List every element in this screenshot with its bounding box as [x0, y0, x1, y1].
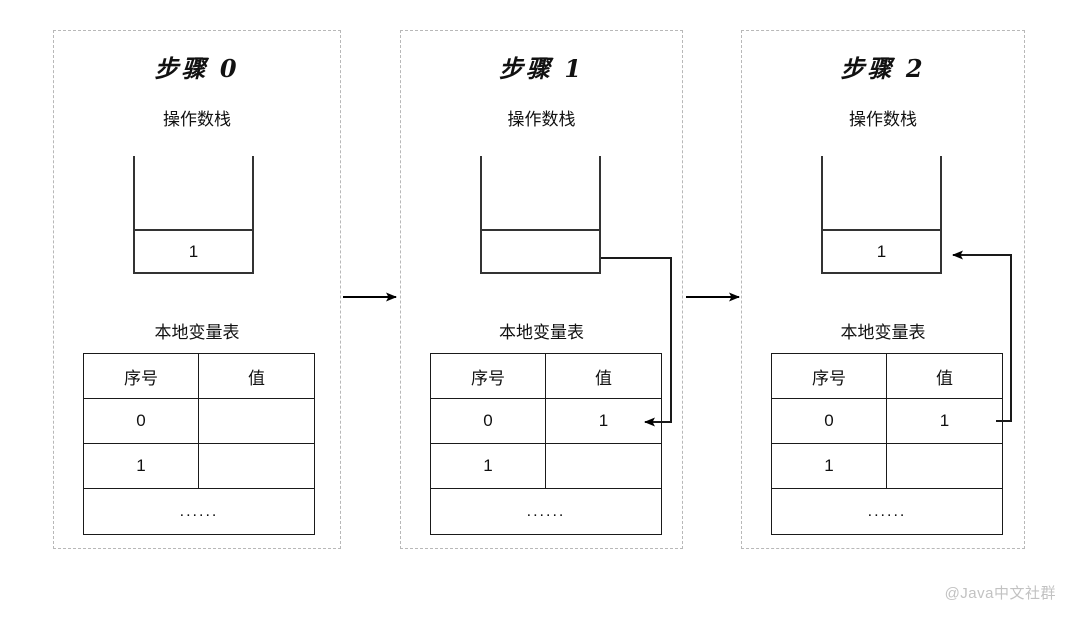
cell-value-0: 1 [886, 398, 1003, 444]
cell-value-0: 1 [545, 398, 662, 444]
operand-stack-cell-0: 1 [135, 229, 252, 272]
step-title-0: 步骤 0 [154, 54, 240, 83]
operand-stack-2: 1 [821, 156, 942, 274]
operand-stack-1 [480, 156, 601, 274]
cell-index-0: 0 [771, 398, 887, 444]
table-row-ellipsis: ...... [83, 488, 315, 535]
table-row: 1 [771, 443, 1003, 489]
table-header-row: 序号 值 [771, 353, 1003, 399]
header-index: 序号 [771, 353, 887, 399]
cell-value-1 [545, 443, 662, 489]
step-title-2: 步骤 2 [840, 54, 926, 83]
table-row: 0 1 [430, 398, 662, 444]
operand-stack-cell-2: 1 [823, 229, 940, 272]
operand-stack-label-1: 操作数栈 [507, 110, 576, 129]
header-value: 值 [545, 353, 662, 399]
step-panel-1: 步骤 1 操作数栈 本地变量表 序号 值 0 1 1 ...... [400, 30, 683, 549]
cell-value-1 [886, 443, 1003, 489]
step-title-1: 步骤 1 [498, 54, 585, 83]
table-row: 1 [430, 443, 662, 489]
table-header-row: 序号 值 [430, 353, 662, 399]
local-variable-table-2: 序号 值 0 1 1 ...... [771, 353, 1003, 535]
step-panel-0: 步骤 0 操作数栈 1 本地变量表 序号 值 0 1 ...... [53, 30, 341, 549]
header-index: 序号 [430, 353, 546, 399]
operand-stack-0: 1 [133, 156, 254, 274]
cell-index-0: 0 [430, 398, 546, 444]
operand-stack-label-0: 操作数栈 [163, 110, 231, 129]
cell-index-1: 1 [83, 443, 199, 489]
local-variable-table-1: 序号 值 0 1 1 ...... [430, 353, 662, 535]
local-variable-table-label-1: 本地变量表 [499, 323, 584, 342]
local-variable-table-label-0: 本地变量表 [154, 323, 240, 342]
header-value: 值 [886, 353, 1003, 399]
table-row: 1 [83, 443, 315, 489]
cell-value-0 [198, 398, 315, 444]
table-row: 0 [83, 398, 315, 444]
local-variable-table-0: 序号 值 0 1 ...... [83, 353, 315, 535]
cell-ellipsis: ...... [771, 488, 1003, 535]
watermark: @Java中文社群 [944, 585, 1056, 602]
header-value: 值 [198, 353, 315, 399]
operand-stack-cell-1 [482, 229, 599, 272]
cell-value-1 [198, 443, 315, 489]
table-row-ellipsis: ...... [430, 488, 662, 535]
table-row: 0 1 [771, 398, 1003, 444]
step-panel-2: 步骤 2 操作数栈 1 本地变量表 序号 值 0 1 1 ...... [741, 30, 1025, 549]
cell-index-0: 0 [83, 398, 199, 444]
operand-stack-label-2: 操作数栈 [849, 110, 917, 129]
cell-ellipsis: ...... [430, 488, 662, 535]
local-variable-table-label-2: 本地变量表 [840, 323, 926, 342]
table-header-row: 序号 值 [83, 353, 315, 399]
cell-ellipsis: ...... [83, 488, 315, 535]
table-row-ellipsis: ...... [771, 488, 1003, 535]
cell-index-1: 1 [771, 443, 887, 489]
cell-index-1: 1 [430, 443, 546, 489]
header-index: 序号 [83, 353, 199, 399]
